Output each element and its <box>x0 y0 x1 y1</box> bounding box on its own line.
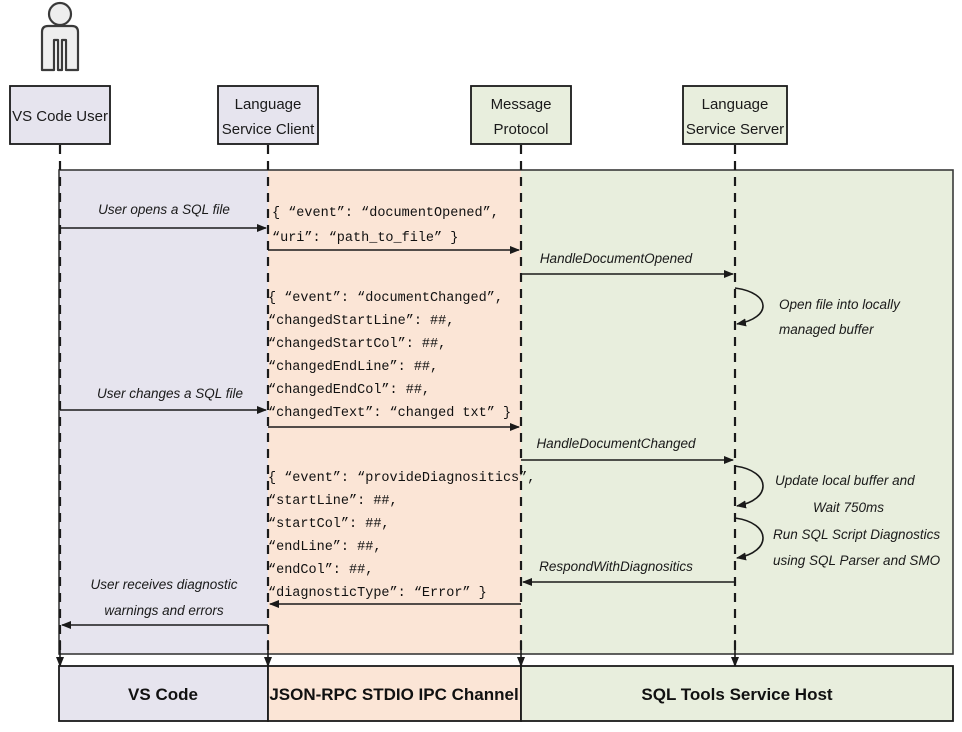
message-label-user-changes-sql-file: User changes a SQL file <box>97 386 243 401</box>
json-line: { “event”: “documentOpened”, <box>272 206 499 221</box>
actor-header-message-protocol[interactable]: Message Protocol <box>470 85 572 145</box>
self-call-label-line1: Run SQL Script Diagnostics <box>773 527 940 542</box>
json-line: “changedStartCol”: ##, <box>268 337 446 352</box>
json-line: “startLine”: ##, <box>268 494 398 509</box>
lane-band-service <box>521 170 953 654</box>
self-call-label-line2: Wait 750ms <box>813 500 884 515</box>
json-payload-document-changed: { “event”: “documentChanged”, “changedSt… <box>268 291 520 431</box>
json-line: “uri”: “path_to_file” } <box>272 231 458 246</box>
lifeline-terminators <box>56 640 739 667</box>
json-line: “endCol”: ##, <box>268 563 373 578</box>
self-call-label-line2: managed buffer <box>779 322 874 337</box>
actor-header-language-server[interactable]: Language Service Server <box>682 85 788 145</box>
self-loop-arc-run-diagnostics <box>734 517 764 561</box>
actor-label-message-protocol-line2: Protocol <box>493 121 548 138</box>
footer-label-vscode: VS Code <box>128 685 198 704</box>
footer-lane-vscode[interactable]: VS Code <box>58 665 269 722</box>
lane-band-vscode <box>59 170 268 654</box>
message-user-changes-sql-file[interactable]: User changes a SQL file <box>60 386 267 414</box>
message-user-receives-diagnostics[interactable]: User receives diagnostic warnings and er… <box>61 577 268 629</box>
lane-band-outline <box>58 169 954 655</box>
actor-label-language-server-line1: Language <box>702 96 769 113</box>
self-call-update-buffer-wait[interactable]: Update local buffer and Wait 750ms <box>734 465 915 515</box>
lifelines <box>58 145 737 666</box>
self-loop-arc-update-buffer-wait <box>734 465 764 509</box>
footer-lane-service[interactable]: SQL Tools Service Host <box>520 665 954 722</box>
actor-label-message-protocol-line1: Message <box>491 96 552 113</box>
message-handle-document-changed[interactable]: HandleDocumentChanged <box>521 436 734 464</box>
self-loop-arc-open-file-buffer <box>734 287 764 327</box>
actor-header-vscode-user[interactable]: VS Code User <box>9 85 111 145</box>
footer-lane-ipc[interactable]: JSON-RPC STDIO IPC Channel <box>267 665 522 722</box>
message-respond-with-diagnositics[interactable]: RespondWithDiagnositics <box>522 559 735 586</box>
message-label-user-opens-sql-file: User opens a SQL file <box>98 202 230 217</box>
message-label-respond-with-diagnositics: RespondWithDiagnositics <box>539 559 693 574</box>
json-line: “changedEndLine”: ##, <box>268 360 438 375</box>
json-payload-provide-diagnositics: { “event”: “provideDiagnositics”, “start… <box>268 471 535 608</box>
json-line: “changedStartLine”: ##, <box>268 314 454 329</box>
json-line: { “event”: “documentChanged”, <box>268 291 503 306</box>
message-label-handle-document-changed: HandleDocumentChanged <box>536 436 696 451</box>
json-line: “diagnosticType”: “Error” } <box>268 586 487 601</box>
footer-label-ipc: JSON-RPC STDIO IPC Channel <box>269 685 518 704</box>
json-line: “endLine”: ##, <box>268 540 381 555</box>
self-call-open-file-buffer[interactable]: Open file into locally managed buffer <box>734 287 901 337</box>
message-handle-document-opened[interactable]: HandleDocumentOpened <box>521 251 734 278</box>
actor-label-language-server-line2: Service Server <box>686 121 784 138</box>
actor-label-language-client-line2: Service Client <box>222 121 315 138</box>
message-user-opens-sql-file[interactable]: User opens a SQL file <box>60 202 267 232</box>
message-label-user-receives-line1: User receives diagnostic <box>90 577 237 592</box>
json-line: “changedEndCol”: ##, <box>268 383 430 398</box>
actor-header-language-client[interactable]: Language Service Client <box>217 85 319 145</box>
self-call-label-line1: Open file into locally <box>779 297 901 312</box>
self-call-label-line1: Update local buffer and <box>775 473 915 488</box>
json-line: “changedText”: “changed txt” } <box>268 406 511 421</box>
message-label-handle-document-opened: HandleDocumentOpened <box>540 251 693 266</box>
self-call-run-diagnostics[interactable]: Run SQL Script Diagnostics using SQL Par… <box>734 517 941 568</box>
actor-label-language-client-line1: Language <box>235 96 302 113</box>
self-call-label-line2: using SQL Parser and SMO <box>773 553 941 568</box>
actor-figure-icon <box>40 1 80 72</box>
json-payload-document-opened: { “event”: “documentOpened”, “uri”: “pat… <box>268 206 520 254</box>
message-label-user-receives-line2: warnings and errors <box>104 603 224 618</box>
footer-label-service: SQL Tools Service Host <box>641 685 832 704</box>
json-line: “startCol”: ##, <box>268 517 390 532</box>
actor-label-vscode-user: VS Code User <box>12 108 108 125</box>
json-line: { “event”: “provideDiagnositics”, <box>268 471 535 486</box>
